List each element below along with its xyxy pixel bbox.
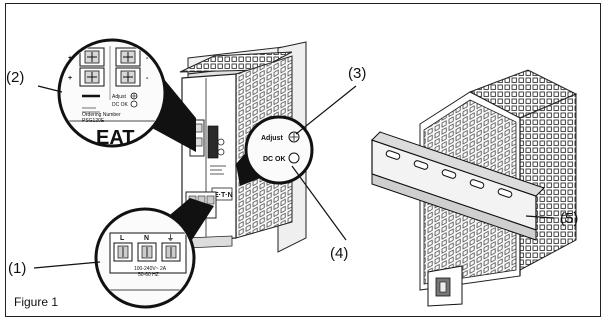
brand-logo: EAT [96, 127, 135, 149]
ground-icon: ⏚ [167, 234, 174, 242]
callout-5: (5) [560, 210, 578, 227]
terminal-n-label: N [144, 235, 149, 242]
plus-label-2: + [68, 75, 72, 82]
plus-label-1: + [68, 55, 72, 62]
svg-text:E·T·N: E·T·N [214, 192, 233, 199]
dcok-text-small: DC OK [112, 102, 129, 108]
magnifier-bottom-text: L N ⏚ 100-240V~ 2A 50-60 HZ [120, 234, 174, 278]
magnifier-bottom [94, 198, 214, 309]
figure-caption: Figure 1 [14, 295, 59, 309]
adjust-text-small: Adjust [112, 94, 127, 100]
voltage-rating-1: 100-240V~ 2A [134, 266, 167, 272]
callout-3: (3) [348, 65, 366, 82]
ordering-number-text: Ordering Number [82, 112, 121, 118]
callouts: (1) (2) (3) (4) (5) [6, 65, 578, 277]
dcok-label: DC OK [263, 156, 286, 163]
magnifier-right [236, 115, 314, 186]
leader-lines [33, 85, 555, 269]
ordering-code-text: PSG120E [82, 118, 105, 124]
adjust-label: Adjust [261, 135, 283, 142]
minus-label-2: - [146, 75, 149, 82]
callout-2: (2) [6, 69, 24, 86]
magnifier-top-left [57, 38, 196, 152]
voltage-rating-2: 50-60 HZ [138, 272, 159, 278]
magnifier-right-text: Adjust DC OK [261, 135, 286, 163]
terminal-l-label: L [120, 235, 125, 242]
callout-1: (1) [8, 260, 26, 277]
minus-label-1: - [146, 55, 149, 62]
callout-4: (4) [330, 245, 348, 262]
right-device [371, 69, 578, 307]
magnifier-top-text: + + - - Adjust DC OK Ordering Number PSG… [68, 55, 149, 149]
